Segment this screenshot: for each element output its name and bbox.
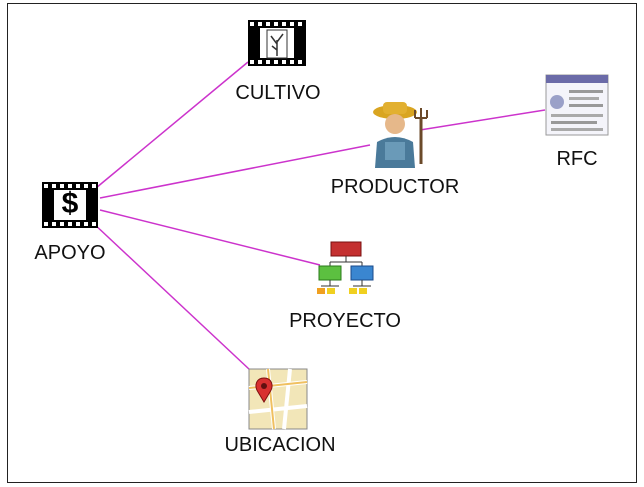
graph-frame: [7, 3, 637, 483]
node-label-apoyo: APOYO: [34, 242, 106, 264]
edge-apoyo-ubicacion: [91, 221, 251, 371]
document-icon: [545, 74, 609, 136]
edge-productor-rfc: [419, 109, 546, 131]
plant-icon: [248, 20, 306, 66]
map-pin-icon: [248, 368, 308, 430]
node-cultivo[interactable]: CULTIVO: [218, 20, 338, 110]
edge-apoyo-productor: [99, 144, 371, 199]
node-rfc[interactable]: RFC: [535, 74, 625, 174]
node-productor[interactable]: PRODUCTOR: [310, 98, 480, 208]
edge-apoyo-cultivo: [95, 61, 249, 189]
node-apoyo[interactable]: $ APOYO: [25, 182, 125, 272]
node-label-ubicacion: UBICACION: [224, 434, 336, 456]
node-label-cultivo: CULTIVO: [235, 82, 321, 104]
dollar-icon: $: [42, 182, 98, 228]
node-label-proyecto: PROYECTO: [289, 310, 401, 332]
node-label-rfc: RFC: [556, 148, 598, 170]
org-chart-icon: [317, 241, 374, 294]
edge-apoyo-proyecto: [99, 209, 321, 266]
dollar-symbol: $: [61, 187, 79, 220]
node-proyecto[interactable]: PROYECTO: [270, 240, 420, 340]
node-label-productor: PRODUCTOR: [330, 176, 460, 198]
node-ubicacion[interactable]: UBICACION: [200, 368, 360, 468]
farmer-icon: [373, 102, 428, 168]
